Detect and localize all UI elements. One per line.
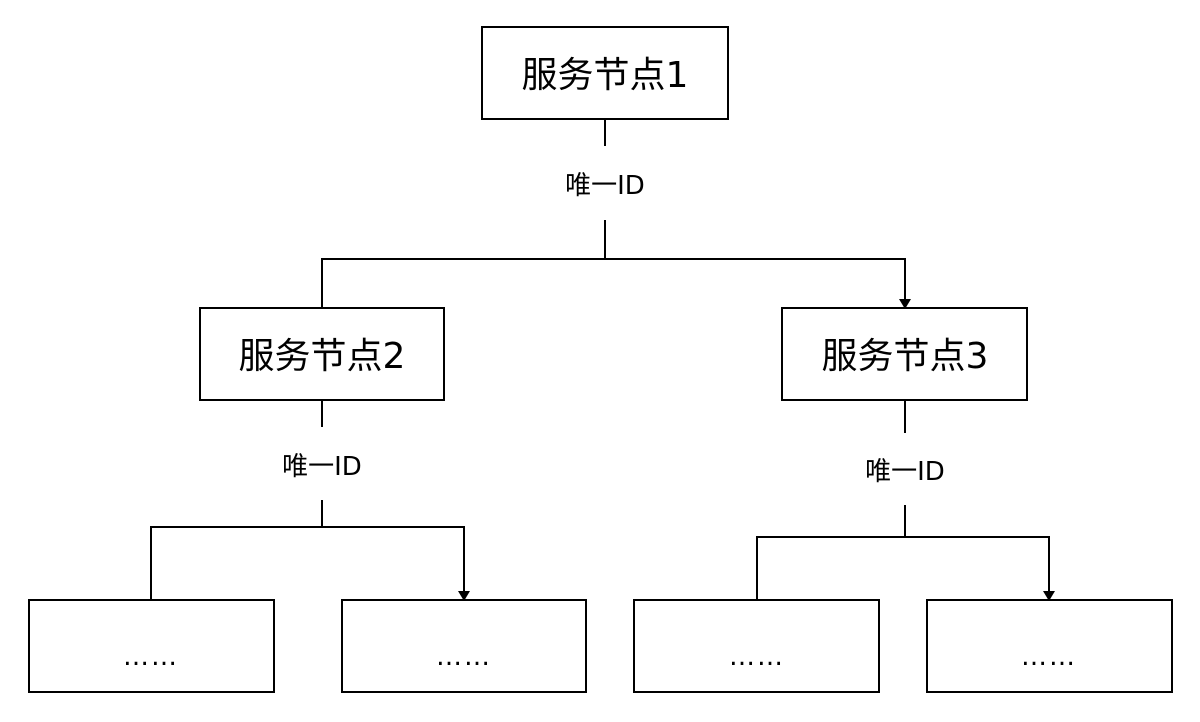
node-root-box [481, 26, 729, 120]
node-right: 服务节点3 [781, 307, 1028, 401]
leaf-node-2-label: …… [436, 642, 492, 672]
connector-left: 唯一ID [145, 400, 470, 609]
node-right-label: 服务节点3 [822, 336, 989, 377]
node-left: 服务节点2 [199, 307, 445, 401]
node-root-label: 服务节点1 [522, 55, 689, 96]
edge-label-left: 唯一ID [282, 452, 362, 482]
leaf-node-3-box [633, 599, 880, 693]
edge-label-root: 唯一ID [565, 171, 645, 201]
node-left-label: 服务节点2 [239, 336, 406, 377]
leaf-node-4-box [926, 599, 1173, 693]
leaf-node-3: …… [633, 599, 880, 693]
leaf-node-2-box [341, 599, 587, 693]
connector-root-branch [316, 258, 911, 317]
edge-label-right: 唯一ID [865, 457, 945, 487]
leaf-node-1-box [28, 599, 275, 693]
leaf-node-2: …… [341, 599, 587, 693]
connector-root: 唯一ID [316, 119, 911, 317]
connector-right: 唯一ID [751, 400, 1055, 609]
connector-left-branch [145, 526, 470, 609]
leaf-node-3-label: …… [729, 642, 785, 672]
leaf-node-1-label: …… [123, 642, 179, 672]
node-root: 服务节点1 [481, 26, 729, 120]
node-left-box [199, 307, 445, 401]
node-right-box [781, 307, 1028, 401]
leaf-node-4-label: …… [1021, 642, 1077, 672]
leaf-node-1: …… [28, 599, 275, 693]
leaf-node-4: …… [926, 599, 1173, 693]
connector-right-branch [751, 536, 1055, 609]
